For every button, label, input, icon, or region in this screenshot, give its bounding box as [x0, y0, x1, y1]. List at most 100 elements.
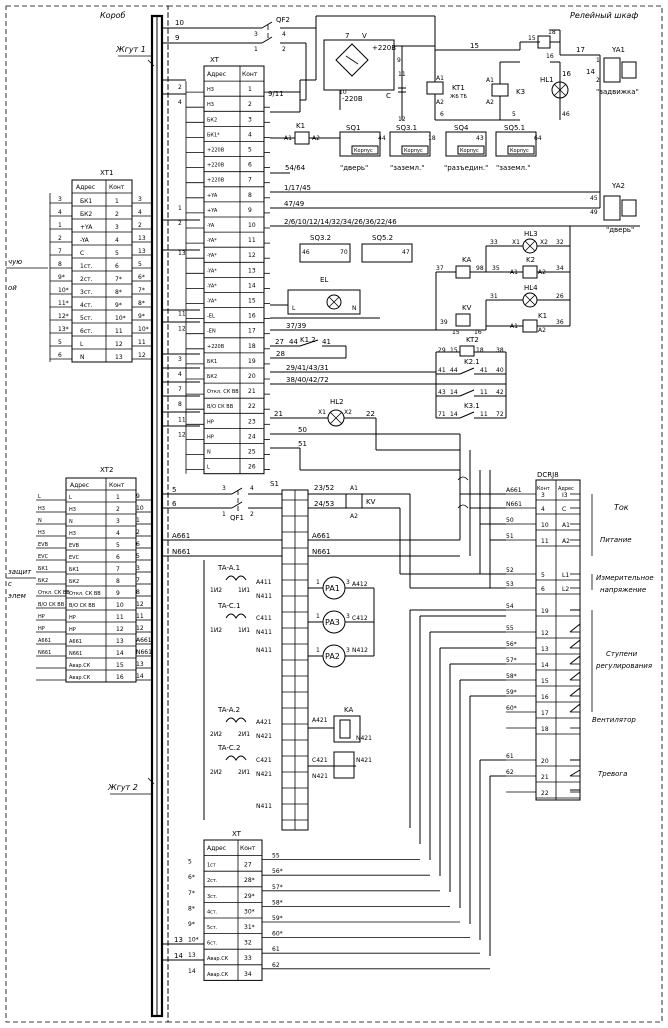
xtb-row-addr: 5ст. — [207, 925, 218, 931]
xt2-row-left: БК2 — [38, 578, 48, 584]
bridge-rectifier: 7 V +220В -220В — [323, 32, 396, 103]
xt2-row-cont: 8 — [116, 578, 120, 585]
kt1-relay: A1 A2 KT1 ЖБ ТБ — [426, 75, 467, 106]
label-measure-2: напряжение — [600, 586, 646, 594]
xtb-row-addr: Авар.СК — [207, 972, 229, 978]
xt-row-cont: 13 — [248, 267, 256, 274]
dcrj8-row-cont: 21 — [541, 774, 549, 781]
xt1-row-cont: 4 — [115, 237, 119, 244]
xt1-row-right: 10* — [138, 326, 149, 333]
xt-row-cont: 16 — [248, 313, 256, 320]
svg-text:С421: С421 — [256, 757, 272, 764]
svg-text:14: 14 — [586, 68, 595, 76]
xt-row-addr: -YA* — [207, 268, 217, 274]
xtb-row-cont: 27 — [244, 862, 252, 869]
xt2-row-addr: А661 — [69, 639, 82, 645]
svg-text:71: 71 — [438, 411, 446, 418]
dcrj8-row-wire: 62 — [506, 769, 514, 776]
xt2-row-addr: НР — [69, 627, 76, 633]
xt2-row-cont: 1 — [116, 494, 120, 501]
svg-text:X2: X2 — [540, 239, 548, 246]
xt1-row-cont: 7* — [115, 276, 122, 283]
sq4-switch: SQ4 43 Корпус "разъедин." — [444, 124, 488, 172]
k1b-relay: K1 A1 A2 — [510, 312, 547, 334]
dcrj8-row-wire: 50 — [506, 517, 514, 524]
svg-text:1И1: 1И1 — [238, 627, 250, 634]
svg-text:3: 3 — [346, 579, 350, 586]
svg-text:43: 43 — [438, 389, 446, 396]
xt1-row-addr: БК1 — [80, 198, 92, 205]
xt1-row-right: 4 — [138, 209, 142, 216]
xt-row-addr: Откл. СК ВВ — [207, 389, 239, 395]
xt-row-cont: 11 — [248, 237, 256, 244]
xt1-row-addr: C — [80, 250, 84, 257]
xt-row-cont: 5 — [248, 147, 252, 154]
xt-row-cont: 22 — [248, 403, 256, 410]
svg-text:TA-C.2: TA-C.2 — [217, 744, 240, 752]
xt-row-left: 12 — [178, 326, 186, 333]
xt2-row-left: EVB — [38, 542, 49, 548]
svg-text:12: 12 — [398, 116, 406, 123]
xt-row-cont: 2 — [248, 101, 252, 108]
wire-label-9: 9 — [175, 34, 179, 42]
ta-c1-ct: TA-C.1 1И2 1И1 С411 N411 — [210, 602, 272, 636]
label-measure-1: Измерительное — [596, 574, 654, 582]
xtb-row-left: 6* — [188, 874, 195, 881]
svg-text:А421: А421 — [256, 719, 272, 726]
svg-text:KV: KV — [366, 498, 376, 506]
xt1-row-addr: L — [80, 341, 84, 348]
xt1-row-addr: N — [80, 354, 85, 361]
xt2-row-left: Н3 — [38, 506, 45, 512]
xt-row-cont: 9 — [248, 207, 252, 214]
svg-text:24/53: 24/53 — [314, 500, 334, 508]
k12-contact: K1.2 27 44 41 — [270, 336, 346, 347]
dcrj8-row-wire: 52 — [506, 567, 514, 574]
xt2-row-left: EVC — [38, 554, 49, 560]
svg-text:Корпус: Корпус — [460, 148, 479, 154]
xt2-row-left: НР — [38, 614, 45, 620]
svg-text:49: 49 — [590, 209, 598, 216]
xtb-row-left: 10* — [188, 937, 199, 944]
svg-text:N421: N421 — [256, 771, 272, 778]
svg-text:50: 50 — [298, 426, 307, 434]
xt-row-left: 11 — [178, 311, 186, 318]
svg-text:72: 72 — [496, 411, 504, 418]
ta-a2-ct: TA-A.2 2И2 2И1 А421 N421 — [210, 706, 272, 740]
xt2-row-addr: НР — [69, 615, 76, 621]
xt-row-cont: 20 — [248, 373, 256, 380]
svg-text:SQ3.1: SQ3.1 — [396, 124, 417, 132]
xt-row-addr: НР — [207, 419, 214, 425]
xt1-row-addr: -YA — [80, 237, 90, 244]
xt-row-cont: 12 — [248, 252, 256, 259]
svg-text:11: 11 — [480, 389, 488, 396]
ka-current-relay: KA А421 N421 С421 N421 N421 — [312, 706, 372, 780]
svg-text:47/49: 47/49 — [284, 200, 304, 208]
svg-text:C: C — [386, 92, 391, 100]
svg-text:2И2: 2И2 — [210, 731, 222, 738]
xt-row-addr: +220В — [207, 344, 225, 350]
svg-text:A1: A1 — [486, 77, 494, 84]
svg-text:28: 28 — [276, 350, 285, 358]
svg-text:32: 32 — [556, 239, 564, 246]
xtb-row-wire: 55 — [272, 853, 280, 860]
svg-text:V: V — [362, 32, 367, 40]
svg-text:3: 3 — [346, 647, 350, 654]
korob-frame — [5, 5, 169, 1023]
svg-text:SQ1: SQ1 — [346, 124, 360, 132]
dcrj8-row-cont: 16 — [541, 694, 549, 701]
xt2-row-cont: 2 — [116, 506, 120, 513]
xt1-row-cont: 3 — [115, 224, 119, 231]
xt1-row-left: 2 — [58, 235, 62, 242]
svg-text:N661: N661 — [172, 548, 191, 556]
xt1-row-left: 13* — [58, 326, 69, 333]
xt1-row-cont: 8* — [115, 289, 122, 296]
xt1-row-right: 7* — [138, 287, 145, 294]
svg-text:2/6/10/12/14/32/34/26/36/22/46: 2/6/10/12/14/32/34/26/36/22/46 — [284, 218, 397, 226]
dcrj8-row-cont: 10 — [541, 522, 549, 529]
xt1-row-addr: +YA — [80, 224, 93, 231]
xt2-head-cont: Конт — [109, 482, 125, 489]
xtb-row-cont: 33 — [244, 955, 252, 962]
xt-row-addr: N — [207, 450, 211, 456]
svg-text:34: 34 — [556, 265, 564, 272]
xt1-row-cont: 13 — [115, 354, 123, 361]
